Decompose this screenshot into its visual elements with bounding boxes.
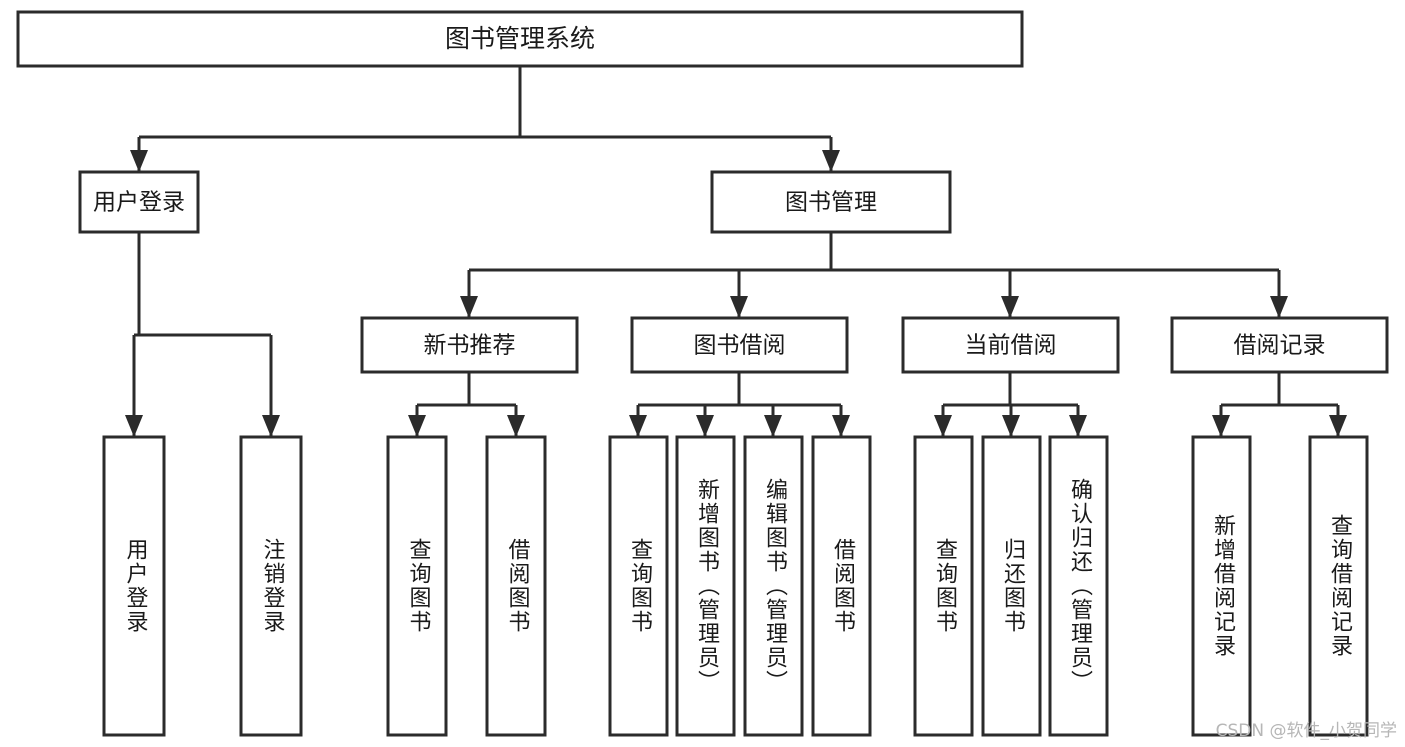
level3-node-借阅记录-box[interactable] [1170,316,1389,374]
leaf-node-用户登录-注销登录-box[interactable] [239,435,303,737]
level3-node-图书借阅-label: 图书借阅 [694,333,786,359]
arrowhead-新书推荐-leaf-1 [507,415,525,437]
arrowhead-借阅记录-leaf-0 [1212,415,1230,437]
level3-node-当前借阅-box[interactable] [901,316,1120,374]
leaf-node-新书推荐-借阅图书-box[interactable] [485,435,547,737]
leaf-node-借阅记录-查询借阅记录-box[interactable] [1308,435,1369,737]
node-boxes-layer [16,10,1389,737]
arrowhead-图书借阅-leaf-2 [764,415,782,437]
level2-node-用户登录-box[interactable] [78,170,200,234]
arrowhead-图书借阅-leaf-0 [629,415,647,437]
leaf-node-用户登录-用户登录-box[interactable] [102,435,166,737]
level3-node-新书推荐-label: 新书推荐 [424,333,516,359]
level2-node-图书管理-label: 图书管理 [785,190,877,216]
level3-node-借阅记录-label: 借阅记录 [1234,333,1326,359]
leaf-node-图书借阅-新增图书管理员-box[interactable] [675,435,736,737]
leaf-node-新书推荐-查询图书-box[interactable] [386,435,448,737]
level2-node-用户登录-label: 用户登录 [93,190,185,216]
arrowhead-root-child-1 [822,150,840,172]
level3-node-新书推荐-box[interactable] [360,316,579,374]
leaf-node-图书借阅-借阅图书-box[interactable] [811,435,872,737]
arrowhead-图书借阅-leaf-3 [832,415,850,437]
level3-node-图书借阅-box[interactable] [630,316,849,374]
arrowhead-userlogin-leaf-1 [262,415,280,437]
arrowhead-root-child-0 [130,150,148,172]
csdn-watermark: CSDN @软件_小贺同学 [1215,721,1397,741]
arrowhead-当前借阅-leaf-0 [934,415,952,437]
arrowhead-bookmgmt-child-0 [460,296,478,318]
arrowhead-当前借阅-leaf-2 [1069,415,1087,437]
leaf-node-图书借阅-编辑图书管理员-box[interactable] [743,435,804,737]
leaf-node-当前借阅-查询图书-box[interactable] [913,435,974,737]
leaf-node-图书借阅-查询图书-box[interactable] [608,435,669,737]
level3-node-当前借阅-label: 当前借阅 [965,333,1057,359]
arrowhead-当前借阅-leaf-1 [1002,415,1020,437]
leaf-node-当前借阅-归还图书-box[interactable] [981,435,1042,737]
arrowhead-bookmgmt-child-2 [1001,296,1019,318]
root-node-图书管理系统-box[interactable] [16,10,1024,68]
arrowhead-bookmgmt-child-1 [730,296,748,318]
arrowhead-bookmgmt-child-3 [1270,296,1288,318]
leaf-node-借阅记录-新增借阅记录-box[interactable] [1191,435,1252,737]
arrowhead-新书推荐-leaf-0 [408,415,426,437]
root-node-图书管理系统-label: 图书管理系统 [445,24,595,53]
arrowhead-借阅记录-leaf-1 [1329,415,1347,437]
level2-node-图书管理-box[interactable] [710,170,952,234]
leaf-node-当前借阅-确认归还管理员-box[interactable] [1048,435,1109,737]
arrowhead-图书借阅-leaf-1 [696,415,714,437]
arrowhead-userlogin-leaf-0 [125,415,143,437]
connectors-layer [125,66,1347,437]
